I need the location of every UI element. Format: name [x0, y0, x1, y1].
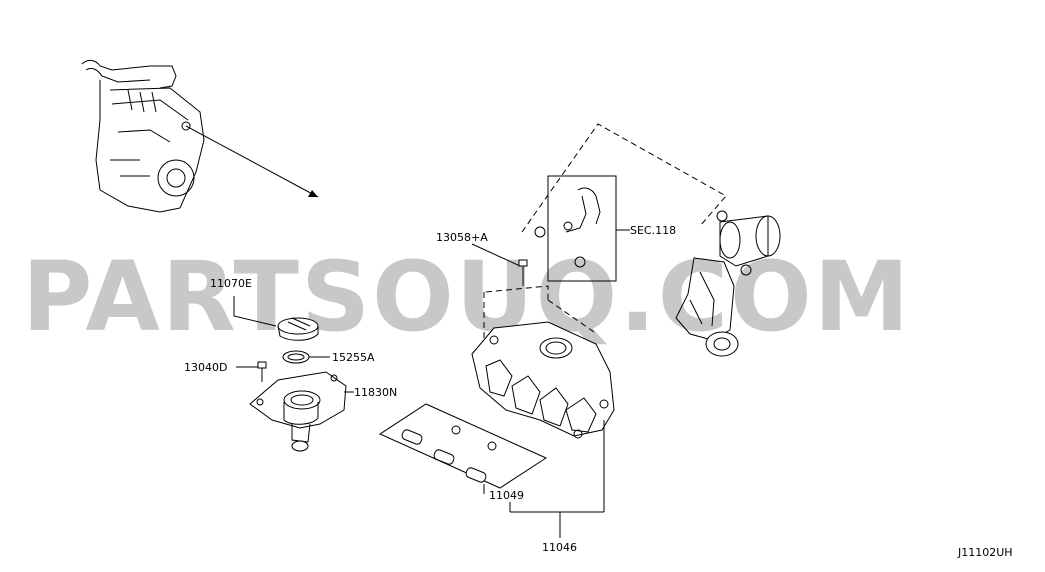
label-11830N: 11830N [354, 386, 397, 399]
watermark-text: PARTSOUQ.COM [22, 241, 911, 353]
part-15255A: 15255A [282, 350, 375, 364]
sec118-callout: SEC.118 [521, 123, 727, 282]
label-11070E: 11070E [210, 277, 252, 290]
engine-overview-drawing [81, 59, 319, 213]
label-13040D: 13040D [184, 361, 227, 374]
part-13058A: 13058+A [436, 231, 528, 286]
label-11046: 11046 [542, 541, 577, 554]
label-15255A: 15255A [332, 351, 375, 364]
diagram-code: J11102UH [957, 546, 1013, 559]
exhaust-part-drawing [675, 210, 781, 357]
gasket-11049-drawing [378, 403, 548, 494]
label-13058A: 13058+A [436, 231, 488, 244]
intake-manifold-drawing [471, 285, 615, 439]
part-13040D: 13040D [184, 361, 267, 382]
callout-11046 [509, 420, 605, 538]
label-11049: 11049 [489, 489, 524, 502]
part-11830N: 11830N [249, 371, 397, 452]
part-11070E: 11070E [210, 277, 319, 341]
label-sec118: SEC.118 [630, 224, 676, 237]
